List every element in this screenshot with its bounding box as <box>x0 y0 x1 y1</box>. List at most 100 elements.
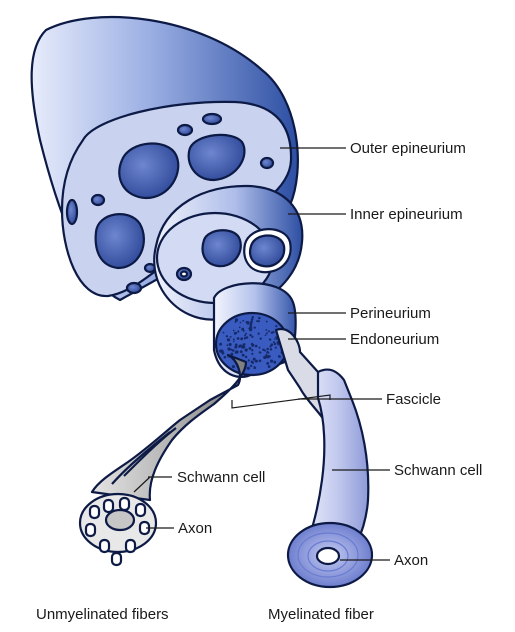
endoneurium-dot <box>239 327 241 329</box>
endoneurium-dot <box>245 356 248 359</box>
endoneurium-dot <box>219 343 222 346</box>
endoneurium-dot <box>279 356 281 358</box>
label-inner-epineurium: Inner epineurium <box>350 206 463 223</box>
endoneurium-dot <box>263 356 266 359</box>
endoneurium-dot <box>246 321 249 324</box>
endoneurium-dot <box>242 345 245 348</box>
endoneurium-dot <box>233 330 235 332</box>
endoneurium-dot <box>275 347 277 349</box>
endoneurium-dot <box>275 325 277 327</box>
endoneurium-dot <box>252 316 254 318</box>
endoneurium-dot <box>251 361 254 364</box>
endoneurium-dot <box>223 332 225 334</box>
endoneurium-dot <box>227 338 230 341</box>
endoneurium-dot <box>260 338 262 340</box>
endoneurium-dot <box>240 337 243 340</box>
endoneurium-dot <box>254 326 256 328</box>
endoneurium-dot <box>221 350 223 352</box>
endoneurium-dot <box>244 337 246 339</box>
endoneurium-dot <box>266 354 268 356</box>
endoneurium-dot <box>251 353 253 355</box>
endoneurium-dot <box>244 335 246 337</box>
endoneurium-dot <box>245 333 247 335</box>
endoneurium-dot <box>221 352 224 355</box>
endoneurium-dot <box>248 359 250 361</box>
label-perineurium: Perineurium <box>350 305 431 322</box>
endoneurium-dot <box>237 337 240 340</box>
endoneurium-dot <box>226 344 228 346</box>
endoneurium-dot <box>274 343 276 345</box>
endoneurium-dot <box>251 318 254 321</box>
endoneurium-dot <box>254 367 256 369</box>
endoneurium-dot <box>256 320 258 322</box>
endoneurium-dot <box>224 356 227 359</box>
label-axon-myelinated: Axon <box>394 552 428 569</box>
endoneurium-dot <box>251 343 253 345</box>
endoneurium-dot <box>266 329 268 331</box>
endoneurium-dot <box>241 328 244 331</box>
endoneurium-dot <box>268 352 270 354</box>
endoneurium-dot <box>232 365 235 368</box>
endoneurium-dot <box>264 350 266 352</box>
label-schwann-cell-myelinated: Schwann cell <box>394 462 482 479</box>
endoneurium-dot <box>270 343 273 346</box>
endoneurium-dot <box>266 332 268 334</box>
endoneurium-dot <box>253 358 256 361</box>
myelinated-fiber <box>276 329 372 587</box>
endoneurium-dot <box>269 338 271 340</box>
label-fascicle: Fascicle <box>386 391 441 408</box>
endoneurium-dot <box>242 320 244 322</box>
endoneurium-dot <box>229 343 232 346</box>
endoneurium-dot <box>247 367 250 370</box>
endoneurium-dot <box>259 360 262 363</box>
unmyelinated-fibers <box>80 355 246 565</box>
endoneurium-dot <box>240 350 243 353</box>
label-outer-epineurium: Outer epineurium <box>350 140 466 157</box>
endoneurium-dot <box>230 336 232 338</box>
endoneurium-dot <box>233 338 235 340</box>
endoneurium-dot <box>250 322 253 325</box>
endoneurium-dot <box>270 348 272 350</box>
endoneurium-dot <box>266 362 269 365</box>
endoneurium-dot <box>235 351 238 354</box>
endoneurium-dot <box>269 355 271 357</box>
endoneurium-dot <box>233 340 235 342</box>
endoneurium-dot <box>248 328 250 330</box>
myelinated-axon <box>317 548 339 564</box>
endoneurium-dot <box>251 336 253 338</box>
endoneurium-dot <box>245 348 248 351</box>
endoneurium-dot <box>277 344 279 346</box>
label-axon-unmyelinated: Axon <box>178 520 212 537</box>
endoneurium-dot <box>265 334 267 336</box>
endoneurium-dot <box>258 332 260 334</box>
endoneurium-dot <box>237 330 239 332</box>
endoneurium-dot <box>270 360 273 363</box>
endoneurium-dot <box>234 346 237 349</box>
endoneurium-dot <box>248 347 250 349</box>
endoneurium-dot <box>255 345 258 348</box>
endoneurium-dot <box>259 351 261 353</box>
endoneurium-dot <box>232 349 235 352</box>
endoneurium-dot <box>272 331 274 333</box>
endoneurium-dot <box>268 365 271 368</box>
endoneurium-dot <box>255 360 257 362</box>
endoneurium-dot <box>226 335 228 337</box>
caption-myelinated-fiber: Myelinated fiber <box>268 606 374 623</box>
endoneurium-dot <box>235 332 237 334</box>
endoneurium-dot <box>273 361 276 364</box>
endoneurium-dot <box>242 354 245 357</box>
endoneurium-dot <box>259 347 261 349</box>
endoneurium-dot <box>250 365 252 367</box>
label-schwann-cell-unmyelinated: Schwann cell <box>177 469 265 486</box>
endoneurium-dot <box>249 334 251 336</box>
endoneurium-dot <box>266 348 269 351</box>
endoneurium-dot <box>238 345 240 347</box>
endoneurium-dot <box>251 349 253 351</box>
caption-unmyelinated-fibers: Unmyelinated fibers <box>36 606 169 623</box>
label-endoneurium: Endoneurium <box>350 331 439 348</box>
endoneurium-dot <box>240 322 242 324</box>
endoneurium-dot <box>235 318 238 321</box>
endoneurium-dot <box>266 321 268 323</box>
